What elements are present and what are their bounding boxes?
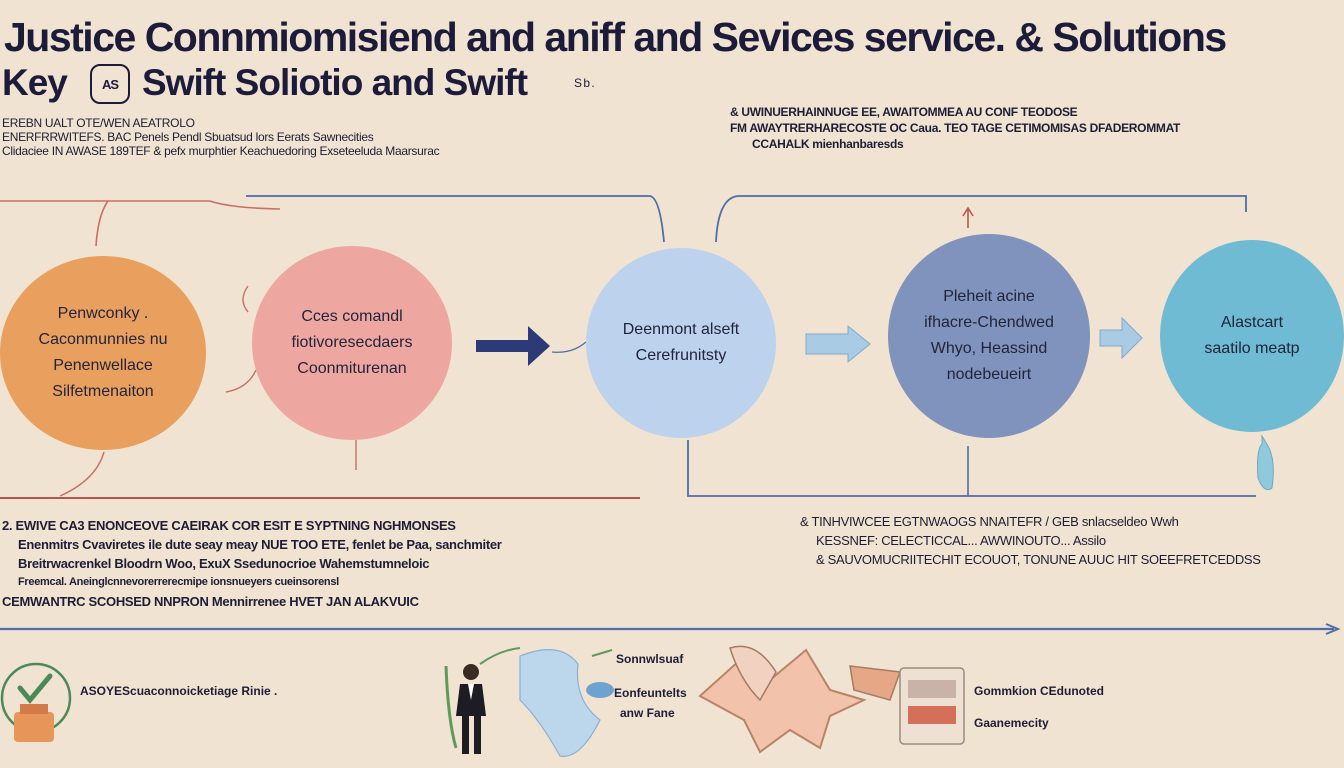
up-arrow — [962, 206, 974, 228]
bottom-left-line: CEMWANTRC SCOHSED NNPRON Mennirrenee HVE… — [2, 594, 419, 609]
bottom-right-line: & SAUVOMUCRIITECHIT ECOUOT, TONUNE AUUC … — [816, 552, 1261, 567]
node-line: Pleheit acine — [943, 288, 1035, 305]
node-line: Whyo, Heassind — [930, 340, 1048, 357]
node-line: Silfetmenaiton — [52, 383, 154, 400]
node-line: Deenmont alseft — [622, 321, 740, 338]
light-arrow-2 — [1099, 316, 1143, 360]
node-line: Cerefrunitsty — [635, 347, 727, 364]
intro-right-line: & UWINUERHAINNUGE EE, AWAITOMMEA AU CONF… — [730, 105, 1078, 119]
bottom-right-text: & TINHVIWCEE EGTNWAOGS NNAITEFR / GEB sn… — [800, 512, 1261, 569]
intro-left-line: ENERFRRWITEFS. BAC Penels Pendl Sbuatsud… — [2, 130, 374, 144]
intro-left-line: EREBN UALT OTE/WEN AEATROLO — [2, 116, 195, 130]
bottom-left-line: Enenmitrs Cvaviretes ile dute seay meay … — [18, 537, 502, 552]
flow-node-slate-blue: Pleheit acine ifhacre-Chendwed Whyo, Hea… — [888, 234, 1090, 438]
intro-right-line: FM AWAYTRERHARECOSTE OC Caua. TEO TAGE C… — [730, 121, 1181, 135]
bottom-left-text: 2. EWIVE CA3 ENONCEOVE CAEIRAK COR ESIT … — [2, 516, 502, 611]
node-line: Penenwellace — [53, 357, 153, 374]
node-line: Penwconky . — [57, 305, 149, 322]
bottom-right-line: KESSNEF: CELECTICCAL... AWWINOUTO... Ass… — [816, 533, 1106, 548]
bottom-right-line: & TINHVIWCEE EGTNWAOGS NNAITEFR / GEB sn… — [800, 514, 1179, 529]
illustration-label: Eonfeuntelts — [614, 686, 687, 700]
title-badge: AS — [90, 64, 130, 104]
title-key: Key — [2, 62, 68, 103]
top-blue-connector — [246, 195, 665, 243]
flow-node-pink: Cces comandl fiotivoresecdaers Coonmitur… — [252, 246, 452, 440]
title-tiny-mark: S b . — [574, 76, 595, 90]
illustration-label: Gaanemecity — [974, 716, 1049, 730]
intro-left-text: EREBN UALT OTE/WEN AEATROLO ENERFRRWITEF… — [2, 116, 440, 158]
intro-right-text: & UWINUERHAINNUGE EE, AWAITOMMEA AU CONF… — [730, 104, 1180, 152]
intro-left-line: Clidaciee IN AWASE 189TEF & pefx murphti… — [2, 144, 440, 158]
title-subtitle: Swift Soliotio and Swift — [142, 62, 528, 103]
intro-right-line: CCAHALK mienhanbaresds — [752, 137, 904, 151]
page-title: Justice Connmiomisiend and aniff and Sev… — [4, 14, 1227, 60]
check-caption: ASOYEScuaconnoicketiage Rinie . — [80, 684, 278, 698]
illustration-label: Sonnwlsuaf — [616, 652, 684, 666]
node-line: Coonmiturenan — [297, 360, 407, 377]
flow-node-orange: Penwconky . Caconmunnies nu Penenwellace… — [0, 256, 206, 450]
orange-stem — [59, 451, 105, 497]
navy-arrow — [476, 326, 550, 366]
node-line: ifhacre-Chendwed — [924, 314, 1054, 331]
node-line: nodebeueirt — [946, 366, 1032, 383]
flow-node-light-blue: Deenmont alseft Cerefrunitsty — [586, 248, 776, 438]
light-arrow-1 — [805, 324, 871, 364]
illustration-label: anw Fane — [620, 706, 675, 720]
top-right-connector — [715, 195, 1247, 243]
flow-node-teal: Alastcart saatilo meatp — [1160, 240, 1344, 432]
pink-stems — [225, 285, 357, 470]
node-line: fiotivoresecdaers — [291, 334, 413, 351]
node-line: Caconmunnies nu — [38, 331, 168, 348]
bottom-left-line: Breitrwacrenkel Bloodrn Woo, ExuX Ssedun… — [18, 556, 430, 571]
node-line: Alastcart — [1220, 314, 1284, 331]
bottom-left-line: 2. EWIVE CA3 ENONCEOVE CAEIRAK COR ESIT … — [2, 518, 456, 533]
bottom-blue-connector — [687, 440, 1256, 497]
node-line: Cces comandl — [301, 308, 403, 325]
bottom-left-line: Freemcal. Aneinglcnnevorerrerecmipe ions… — [18, 576, 339, 588]
node-line: saatilo meatp — [1204, 340, 1300, 357]
top-left-connector — [0, 200, 281, 247]
teal-tag — [1257, 434, 1274, 491]
illustration-label: Gommkion CEdunoted — [974, 684, 1104, 698]
